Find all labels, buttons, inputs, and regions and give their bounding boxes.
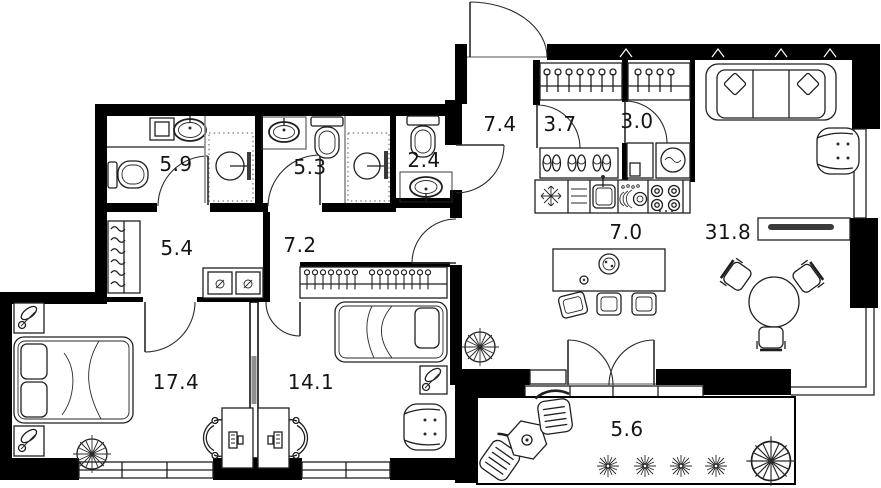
room-balcony <box>475 387 797 487</box>
door-bathroom-1 <box>157 155 209 207</box>
door-wc <box>455 144 505 194</box>
room-label-bedroom-1: 17.4 <box>153 370 200 394</box>
toilet-symbol <box>406 115 440 158</box>
sofa-symbol <box>705 63 837 121</box>
toilet-symbol <box>107 160 149 189</box>
room-label-hallway-2: 7.2 <box>283 233 316 257</box>
room-label-hallway-1: 5.4 <box>160 236 193 260</box>
kitchen-counter <box>534 175 691 214</box>
washing-machine-symbol <box>655 142 691 179</box>
room-label-bedroom-2: 14.1 <box>288 370 335 394</box>
shoe-rack-symbol <box>539 147 619 179</box>
room-label-balcony: 5.6 <box>610 417 643 441</box>
window-bedroom-2 <box>301 461 391 479</box>
room-label-wc: 2.4 <box>407 148 440 172</box>
counter-box-inset <box>629 162 641 177</box>
desk-symbol <box>257 407 290 469</box>
flower-symbol <box>704 454 728 478</box>
window-bedroom-1 <box>78 461 214 479</box>
room-labels: 5.9 5.3 2.4 7.4 3.7 3.0 5.4 7.2 7.0 31.8… <box>153 109 752 441</box>
shower-symbol <box>204 116 254 203</box>
room-bathroom-1 <box>107 116 254 203</box>
nightstand-symbol <box>13 425 45 457</box>
dish-rack-symbol <box>619 184 648 209</box>
entry-door <box>467 1 548 58</box>
room-closet-2 <box>626 62 691 179</box>
room-label-kitchen: 7.0 <box>609 220 642 244</box>
room-label-closet-1: 3.7 <box>543 112 576 136</box>
room-kitchen <box>534 175 691 319</box>
coat-rack-symbol <box>107 220 141 294</box>
door-bedroom-2 <box>265 301 301 337</box>
door-hallway-kitchen <box>411 218 457 264</box>
armchair-symbol <box>403 403 447 451</box>
toilet-symbol <box>310 116 344 159</box>
door-bathroom-2 <box>267 154 321 207</box>
flower-symbol <box>633 454 657 478</box>
room-label-bathroom-2: 5.3 <box>293 155 326 179</box>
wardrobe-symbol <box>627 62 691 101</box>
flower-symbol <box>669 454 693 478</box>
cabinet-symbol <box>202 267 264 299</box>
door-closet-2 <box>624 100 668 144</box>
sink-symbol <box>399 171 453 203</box>
wardrobe-symbol <box>299 266 448 299</box>
room-living <box>460 63 860 367</box>
plant-symbol <box>460 327 500 367</box>
sink-symbol <box>261 116 307 150</box>
office-chair-symbol <box>202 416 223 460</box>
pocket-door <box>251 356 257 404</box>
room-bathroom-2 <box>261 116 390 203</box>
room-bedroom-1 <box>13 302 254 474</box>
sink-symbol <box>173 116 207 142</box>
double-bed-symbol <box>13 336 134 424</box>
room-label-closet-2: 3.0 <box>620 109 653 133</box>
window-living-south <box>524 369 704 398</box>
room-wc <box>399 115 453 203</box>
armchair-symbol <box>816 127 860 175</box>
round-table-symbol <box>717 256 827 352</box>
kitchen-sink-symbol <box>592 175 616 209</box>
cabinet-symbol <box>149 117 175 141</box>
window-living-corner <box>791 308 875 396</box>
dining-table-symbol <box>552 248 666 319</box>
shower-symbol <box>344 116 390 203</box>
desk-symbol <box>221 407 254 469</box>
nightstand-symbol <box>419 365 448 395</box>
room-hallway-1 <box>107 220 264 299</box>
nightstand-symbol <box>13 302 45 334</box>
french-doors-balcony <box>566 339 656 386</box>
tv-console-symbol <box>757 217 851 241</box>
room-label-bathroom-1: 5.9 <box>159 152 192 176</box>
stove-symbol <box>650 184 681 212</box>
room-closet-1 <box>539 62 623 179</box>
fridge-icon <box>540 185 562 207</box>
bedroom-partition <box>249 301 259 459</box>
flower-symbol <box>596 454 620 478</box>
single-bed-symbol <box>334 301 448 363</box>
wardrobe-symbol <box>539 62 623 101</box>
office-chair-symbol <box>288 416 309 460</box>
walls <box>0 44 880 483</box>
room-label-living: 31.8 <box>705 220 752 244</box>
door-bedroom-1 <box>144 301 196 353</box>
room-bedroom-2 <box>257 266 448 469</box>
room-label-entrance-hall: 7.4 <box>483 112 516 136</box>
door-closet-1 <box>536 104 581 149</box>
